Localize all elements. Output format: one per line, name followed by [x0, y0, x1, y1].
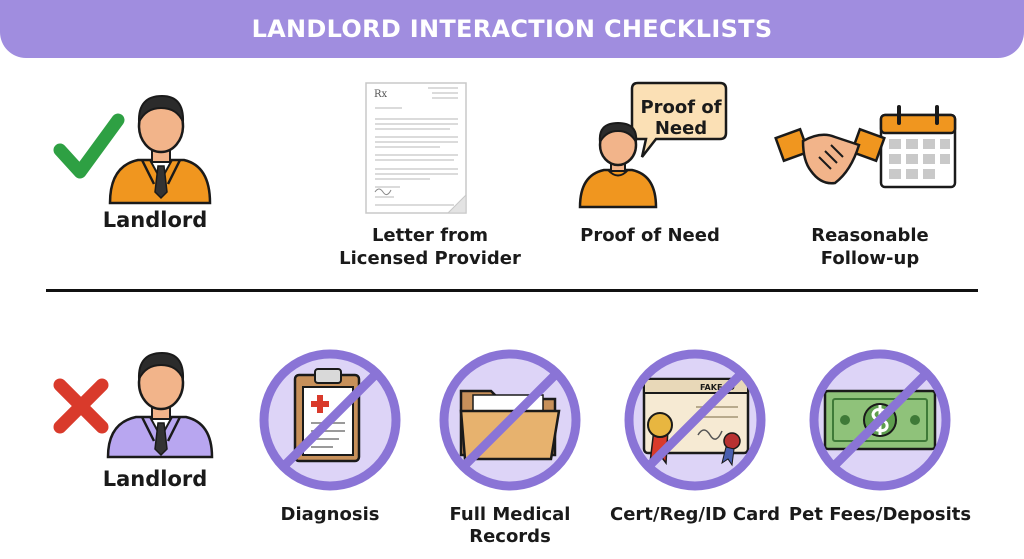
folder-prohibited-icon [439, 349, 581, 491]
check-icon [53, 113, 125, 179]
proof-label: Proof of Need [580, 225, 720, 246]
followup-label-line1: Reasonable [811, 225, 929, 246]
title-banner: LANDLORD INTERACTION CHECKLISTS [0, 0, 1024, 58]
clipboard-prohibited-icon [259, 349, 401, 491]
disallowed-item-diagnosis: Diagnosis [255, 345, 405, 545]
section-divider [46, 289, 978, 292]
disallowed-landlord-label: Landlord [102, 467, 208, 491]
disallowed-item-records: Full Medical Records [435, 345, 585, 547]
fees-label: Pet Fees/Deposits [788, 504, 972, 525]
disallowed-item-fees: Pet Fees/Deposits [789, 345, 971, 545]
records-label-line1: Full Medical [449, 504, 571, 525]
allowed-item-proof: Proof of Need Proof of Need [560, 75, 740, 275]
allowed-item-followup: Reasonable Follow-up [774, 75, 965, 275]
allowed-landlord-label: Landlord [102, 208, 208, 232]
landlord-person-icon [106, 351, 214, 459]
bubble-line1: Proof of [640, 97, 722, 118]
money-prohibited-icon [809, 349, 951, 491]
followup-label-line2: Follow-up [820, 248, 920, 269]
id-card-prohibited-icon: FAKE ID [624, 349, 766, 491]
banner-title: LANDLORD INTERACTION CHECKLISTS [251, 15, 773, 43]
prescription-letter-icon: Rx [365, 82, 467, 214]
fake-id-text: FAKE ID [700, 383, 735, 392]
landlord-person-icon [108, 94, 212, 205]
records-label-line2: Records [469, 526, 551, 547]
rx-mark: Rx [374, 89, 388, 100]
letter-label-line1: Letter from [371, 225, 489, 246]
bubble-line2: Need [654, 118, 708, 139]
letter-label-line2: Licensed Provider [339, 248, 521, 269]
disallowed-landlord-group: Landlord [50, 345, 225, 505]
x-mark-icon [53, 378, 109, 434]
disallowed-item-idcard: FAKE ID Cert/Reg/ID Card [610, 345, 780, 545]
idcard-label: Cert/Reg/ID Card [609, 504, 781, 525]
handshake-calendar-icon [774, 105, 957, 189]
diagnosis-label: Diagnosis [280, 504, 380, 525]
allowed-landlord-group: Landlord [50, 88, 225, 248]
allowed-item-letter: Rx Letter from Licensed Provider [330, 75, 530, 275]
person-speech-bubble-icon [578, 81, 728, 209]
